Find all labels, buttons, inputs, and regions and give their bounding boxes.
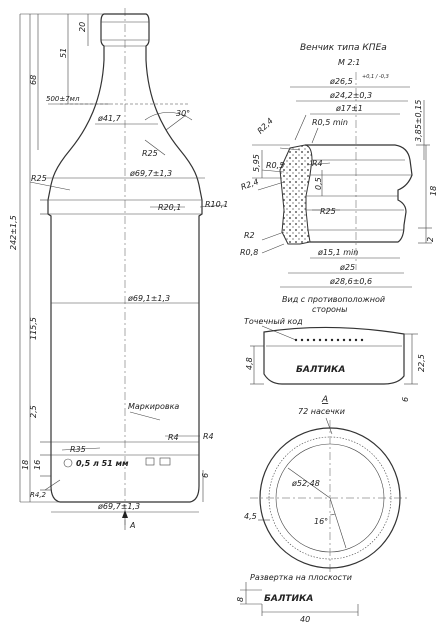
bottle-outline <box>47 13 203 503</box>
dim-r4-inner: R4 <box>168 433 179 442</box>
dim-0-5: 0,5 <box>314 177 323 190</box>
dim-r0-8: R0,8 <box>240 248 258 257</box>
brand-embossing-view: БАЛТИКА <box>296 365 345 375</box>
dim-angle: 30° <box>176 109 190 118</box>
dim-r2: R2 <box>244 231 255 240</box>
dim-40: 40 <box>300 615 310 623</box>
dim-body-height: 115,5 <box>29 317 38 340</box>
mold-number-icon <box>159 457 171 466</box>
dim-d52-48: ø52,48 <box>291 479 320 488</box>
dim-r25-shoulder: R25 <box>142 149 158 158</box>
label-dot-code: Точечный код <box>244 317 303 326</box>
dim-2-5: 2,5 <box>29 405 38 418</box>
dim-d26-5: ø26,5 <box>329 77 353 86</box>
finish-scale: М 2:1 <box>338 58 360 67</box>
bottle-labels: 20 51 68 500±7мл ø41,7 30° R25 R25 ø69,7… <box>9 22 228 530</box>
dim-18-finish: 18 <box>429 186 438 196</box>
dim-bottom-diameter: ø69,7±1,3 <box>97 502 140 511</box>
bottle-drawing <box>19 8 226 530</box>
dim-68: 68 <box>29 75 38 85</box>
dim-r4-2: R4,2 <box>30 491 47 499</box>
finish-labels: Венчик типа КПЕа М 2:1 ø26,5 +0,1 / -0,3… <box>240 43 438 286</box>
dim-6-view: 6 <box>401 397 410 402</box>
label-notches: 72 насечки <box>298 407 345 416</box>
label-unfold: Развертка на плоскости <box>250 573 352 582</box>
mold-mark-icon <box>145 457 155 466</box>
unfold-view: Развертка на плоскости 8 БАЛТИКА 40 <box>236 573 359 623</box>
dim-r25-left: R25 <box>31 174 47 183</box>
dim-d26-5-tolerance: +0,1 / -0,3 <box>362 74 389 80</box>
base-segment-outline <box>263 326 405 385</box>
dim-r0-5: R0,5 <box>266 161 284 170</box>
dim-total-height: 242±1,5 <box>9 215 18 250</box>
dim-20: 20 <box>78 22 87 32</box>
finish-title: Венчик типа КПЕа <box>300 43 387 53</box>
finish-section-drawing <box>252 72 432 288</box>
dim-2: 2 <box>426 237 435 242</box>
dim-r10: R10,1 <box>205 200 228 209</box>
dim-3-85: 3,85±0,15 <box>414 100 423 142</box>
dim-r0-5-min: R0,5 min <box>312 118 348 127</box>
dim-4-8: 4,8 <box>245 357 254 370</box>
dim-51: 51 <box>59 48 68 58</box>
label-marking: Маркировка <box>128 402 179 411</box>
dim-d15-1-min: ø15,1 min <box>317 248 358 257</box>
dim-16: 16 <box>33 460 42 470</box>
dim-d25: ø25 <box>339 263 355 272</box>
dim-4-5: 4,5 <box>244 512 257 521</box>
dot-code-row <box>294 338 364 342</box>
dim-r2-4-top: R2,4 <box>256 116 275 135</box>
view-arrow-a: A <box>129 521 135 530</box>
finish-body-outline <box>305 144 413 243</box>
dim-16-degrees: 16° <box>314 517 328 526</box>
brand-unfold: БАЛТИКА <box>264 594 313 604</box>
bottle-embossed-text: 0,5 л 51 мм <box>76 459 129 468</box>
dim-neck-diameter: ø41,7 <box>97 114 122 123</box>
dim-6: 6 <box>201 473 210 478</box>
recycle-icon <box>63 458 73 468</box>
dim-8: 8 <box>236 597 245 602</box>
dim-22-5: 22,5 <box>417 354 426 372</box>
dim-r4-outer: R4 <box>203 432 214 441</box>
dim-d24-2: ø24,2±0,3 <box>329 91 372 100</box>
dim-r25-finish: R25 <box>320 207 336 216</box>
dim-r20: R20,1 <box>158 203 181 212</box>
label-volume: 500±7мл <box>46 95 80 103</box>
dim-shoulder-diameter: ø69,7±1,3 <box>129 169 172 178</box>
base-view-a: 72 насечки ø52,48 4,5 16° <box>244 407 410 578</box>
dim-r35: R35 <box>70 445 86 454</box>
dim-5-95: 5,95 <box>252 154 261 172</box>
finish-wall-section <box>279 144 313 245</box>
dim-d17: ø17±1 <box>335 104 363 113</box>
dim-body-diameter: ø69,1±1,3 <box>127 294 170 303</box>
view-a-label: A <box>321 395 328 405</box>
label-view-opposite: Вид с противоположной стороны <box>282 295 388 314</box>
opposite-side-view: Вид с противоположной стороны Точечный к… <box>244 295 426 405</box>
dim-18: 18 <box>21 460 30 470</box>
dim-d28-6: ø28,6±0,6 <box>329 277 372 286</box>
dim-r2-4-mid: R2,4 <box>240 177 260 192</box>
dim-r4: R4 <box>312 159 323 168</box>
